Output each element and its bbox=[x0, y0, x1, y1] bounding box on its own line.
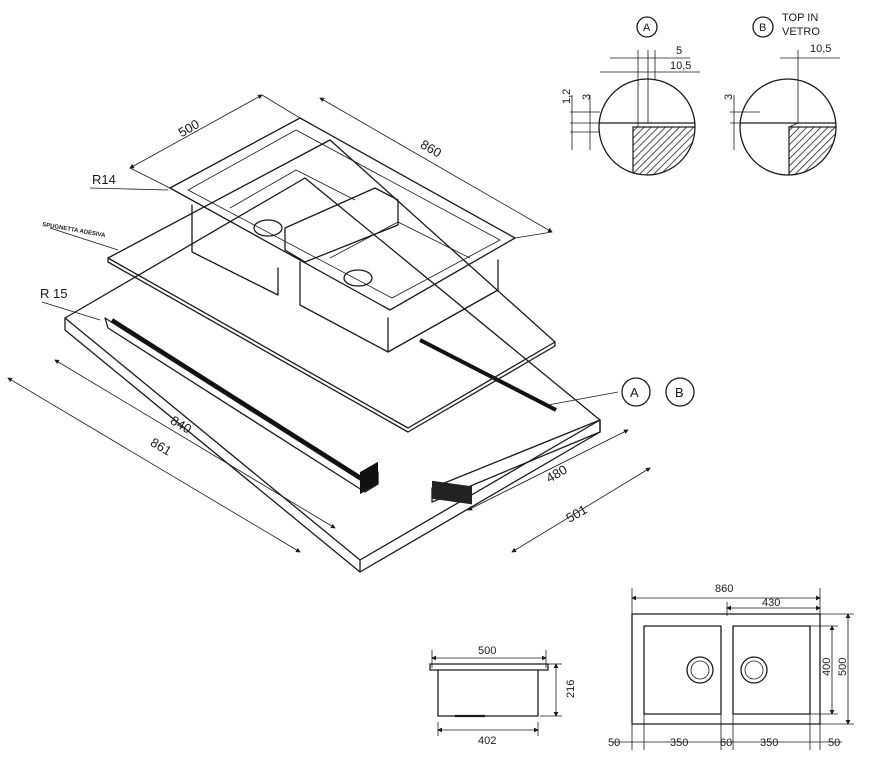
plan-dim-bowl-right: 350 bbox=[760, 737, 778, 749]
side-view: 500 402 216 bbox=[429, 645, 577, 747]
plan-dim-half: 430 bbox=[762, 597, 780, 609]
drain-left bbox=[253, 219, 283, 237]
dim-top-width: 501 bbox=[563, 502, 589, 526]
detail-b-label: B bbox=[759, 22, 766, 34]
sink-body bbox=[169, 117, 516, 353]
callout-b-label: B bbox=[675, 385, 684, 400]
detail-a-label: A bbox=[643, 22, 651, 34]
plan-dim-divider: 60 bbox=[720, 737, 732, 749]
side-dim-top: 500 bbox=[478, 645, 496, 657]
isometric-view: 500 860 R14 SPUGNETTA ADESIVA R 15 840 8… bbox=[7, 94, 695, 573]
detail-callouts: A B bbox=[621, 377, 695, 407]
dim-cut-width: 480 bbox=[543, 462, 569, 486]
side-view-rim bbox=[429, 663, 549, 671]
detail-a-dim-5: 5 bbox=[676, 45, 682, 57]
detail-a-dim-10-5: 10,5 bbox=[670, 60, 691, 72]
label-radius-top: R 15 bbox=[40, 286, 67, 301]
plan-dim-margin-right: 50 bbox=[828, 737, 840, 749]
plan-bowl-right bbox=[732, 625, 811, 715]
plan-drain-left bbox=[686, 656, 714, 684]
plan-drain-right bbox=[740, 656, 768, 684]
detail-a: A 5 10,5 1,2 3 bbox=[561, 16, 700, 176]
cutout-rear-rail bbox=[419, 338, 601, 505]
iso-dimension-lines bbox=[7, 94, 651, 553]
plan-outer-rim bbox=[631, 613, 821, 725]
side-dim-bottom: 402 bbox=[478, 735, 496, 747]
callout-b-circle bbox=[665, 377, 695, 407]
detail-b-dim-3: 3 bbox=[723, 94, 735, 100]
label-radius-sink: R14 bbox=[92, 172, 116, 187]
label-adhesive: SPUGNETTA ADESIVA bbox=[42, 222, 107, 239]
side-dim-height: 216 bbox=[565, 680, 577, 698]
callout-a-circle bbox=[621, 377, 651, 407]
plan-dim-bowl-left: 350 bbox=[670, 737, 688, 749]
detail-b-title-1: TOP IN bbox=[782, 12, 818, 24]
drain-right bbox=[343, 269, 373, 287]
iso-labels: 500 860 R14 SPUGNETTA ADESIVA R 15 840 8… bbox=[40, 116, 590, 525]
plan-dim-margin-left: 50 bbox=[608, 737, 620, 749]
dim-top-length: 861 bbox=[148, 435, 174, 459]
detail-b-dim-10-5: 10,5 bbox=[810, 43, 831, 55]
detail-b: B TOP IN VETRO 10,5 3 bbox=[723, 12, 840, 176]
detail-a-dim-3: 3 bbox=[581, 94, 593, 100]
plan-dim-total: 860 bbox=[715, 583, 733, 595]
plan-bowl-left bbox=[643, 625, 722, 715]
plan-dim-outer-height: 500 bbox=[837, 658, 849, 676]
rear-rail-end bbox=[432, 480, 472, 505]
plan-dim-inner-height: 400 bbox=[821, 658, 833, 676]
plan-view: 860 430 400 500 50 350 60 350 50 bbox=[608, 583, 854, 750]
cutout-front-rail bbox=[104, 317, 379, 495]
callout-a-label: A bbox=[630, 385, 639, 400]
detail-b-title-2: VETRO bbox=[782, 26, 820, 38]
glass-top-plate bbox=[107, 139, 556, 433]
dim-iso-width: 500 bbox=[176, 116, 202, 140]
front-rail-end bbox=[360, 461, 378, 495]
side-view-bowl bbox=[437, 669, 539, 717]
detail-a-dim-1-2: 1,2 bbox=[561, 89, 573, 104]
